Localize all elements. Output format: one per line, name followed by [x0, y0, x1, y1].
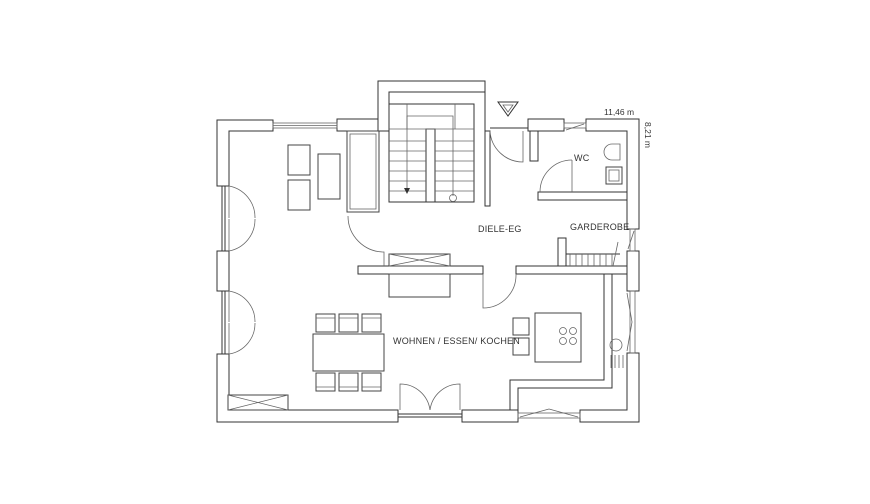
windows	[272, 122, 636, 419]
depth-dimension: 8,21 m	[643, 122, 653, 148]
interior-walls	[357, 130, 628, 411]
dining-set	[312, 313, 385, 392]
wc-fixtures	[603, 143, 623, 185]
room-label-wardrobe: GARDEROBE	[570, 222, 629, 232]
living-furniture	[227, 130, 451, 411]
room-label-hall: DIELE-EG	[478, 224, 522, 234]
room-label-wc: WC	[574, 153, 590, 163]
wardrobe-rail	[566, 241, 620, 267]
room-label-living: WOHNEN / ESSEN/ KOCHEN	[393, 336, 520, 346]
exterior-walls	[216, 80, 640, 423]
width-dimension: 11,46 m	[604, 107, 634, 117]
kitchen-island	[512, 312, 624, 368]
entrance-marker-icon	[497, 101, 519, 117]
staircase	[388, 103, 475, 203]
doors	[221, 127, 633, 418]
